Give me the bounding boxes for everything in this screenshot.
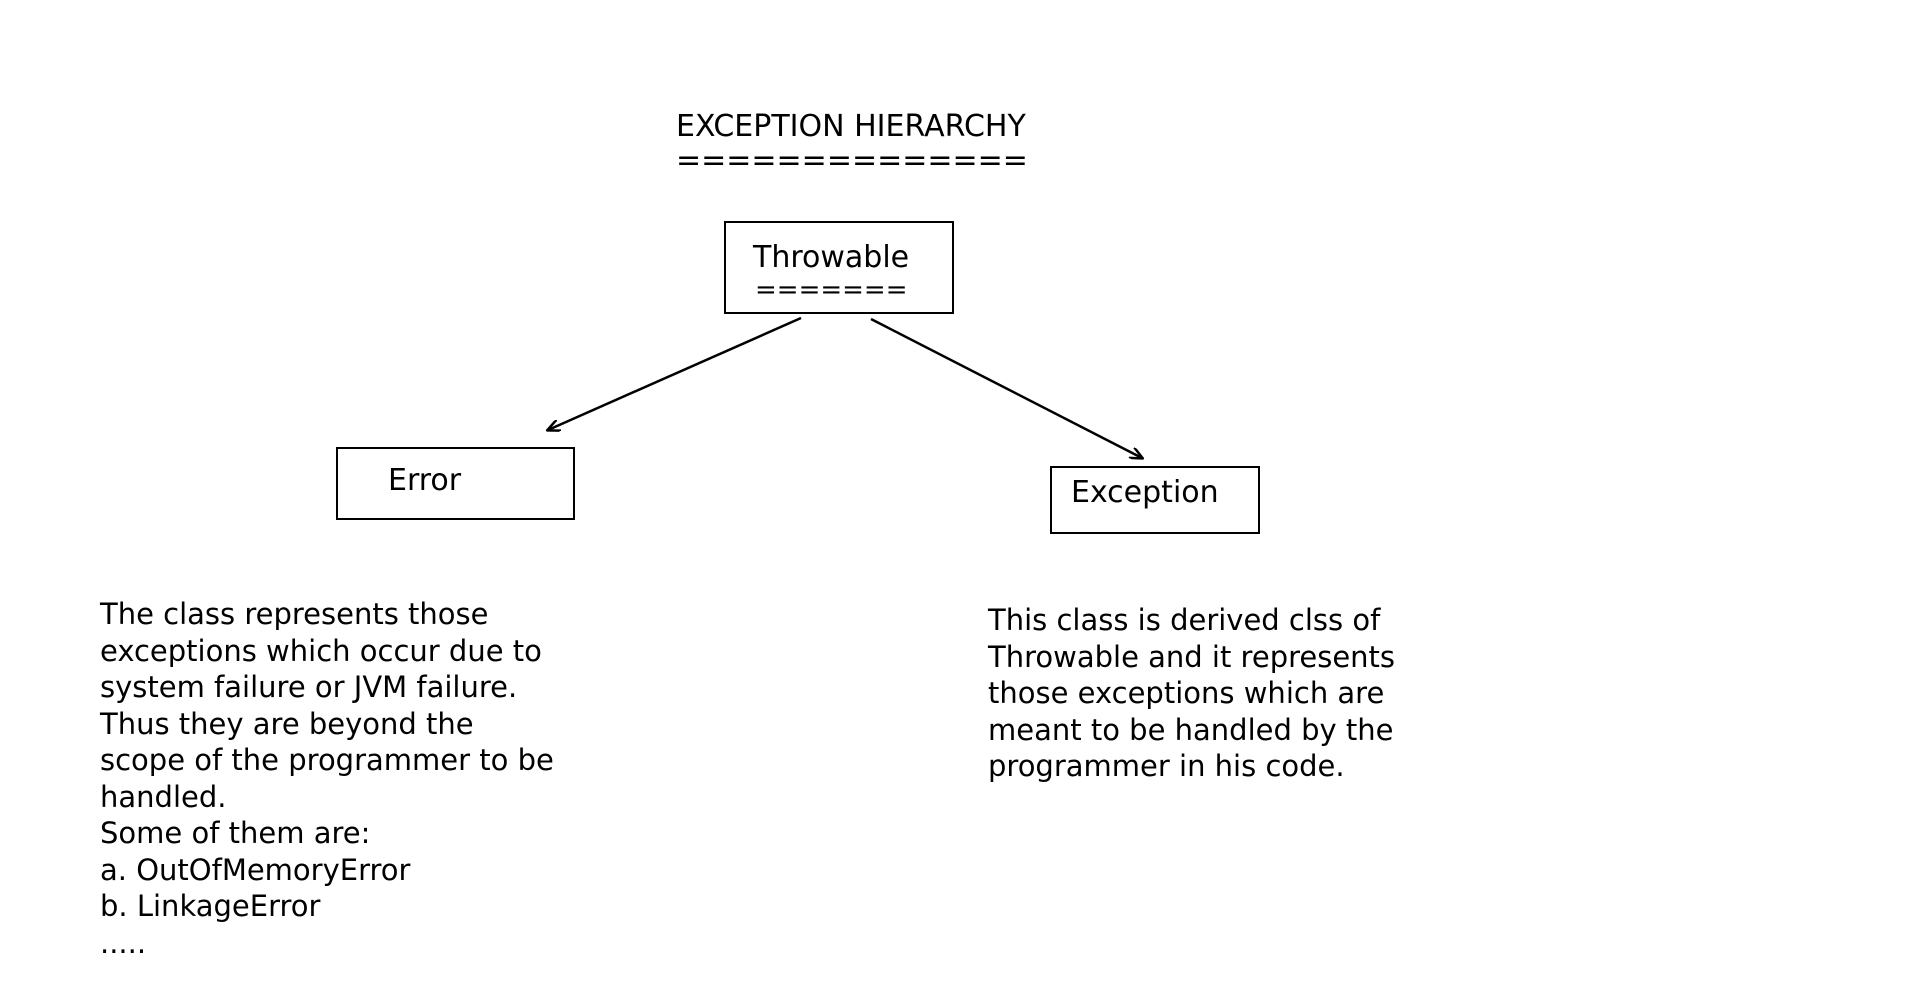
- exception-node: Exception: [1050, 466, 1260, 534]
- throwable-underline: =======: [755, 275, 908, 305]
- throwable-node: Throwable =======: [724, 221, 954, 314]
- error-label: Error: [388, 463, 462, 498]
- throwable-label: Throwable: [753, 240, 910, 275]
- arrow-throwable-to-error: [548, 316, 802, 430]
- exception-description: This class is derived clss of Throwable …: [988, 603, 1396, 783]
- error-node: Error: [336, 447, 575, 520]
- error-description: The class represents those exceptions wh…: [100, 597, 554, 960]
- exception-label: Exception: [1071, 475, 1219, 510]
- diagram-title-underline: ==============: [676, 143, 1028, 178]
- diagram-title: EXCEPTION HIERARCHY: [676, 109, 1026, 144]
- arrow-throwable-to-exception: [870, 317, 1142, 458]
